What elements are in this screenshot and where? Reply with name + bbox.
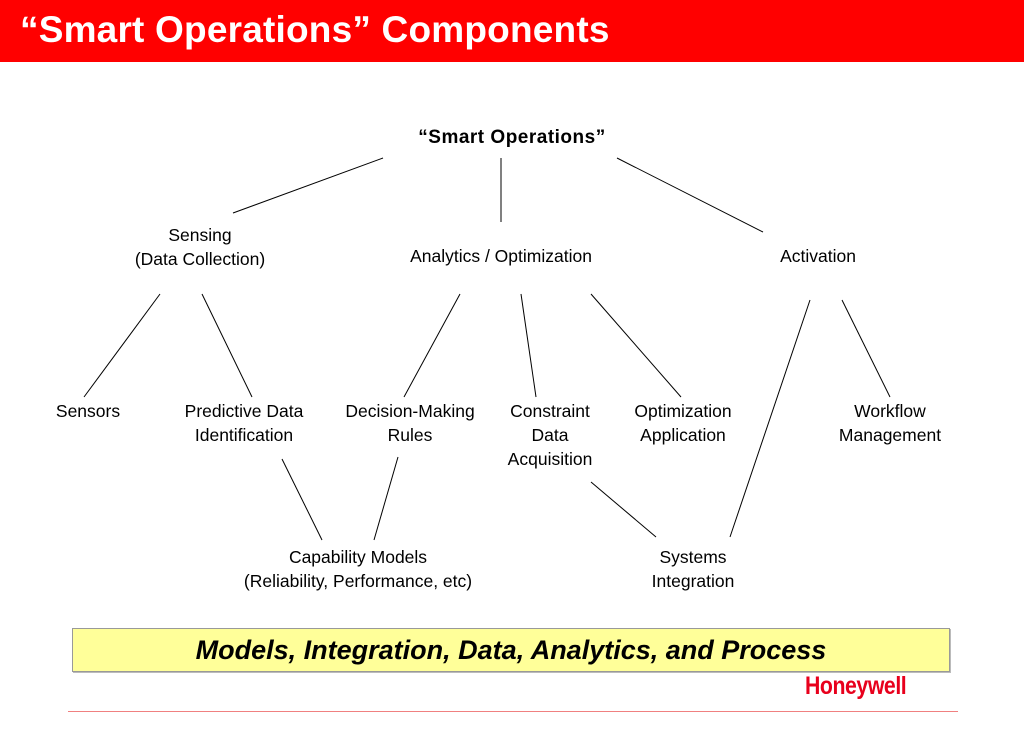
node-label: Acquisition: [507, 449, 593, 469]
honeywell-logo: Honeywell: [805, 672, 907, 700]
node-label: Identification: [194, 425, 294, 445]
node-label: Capability Models: [288, 547, 428, 567]
node-label: Application: [640, 425, 726, 445]
footer-divider: [68, 711, 958, 712]
node-label: (Data Collection): [134, 249, 266, 269]
connector-predictive-capability: [281, 458, 323, 541]
node-label: Systems: [659, 547, 727, 567]
node-label: Integration: [651, 571, 735, 591]
node-label: Activation: [780, 246, 856, 266]
node-label: Decision-Making: [345, 401, 475, 421]
node-label: Sensing: [168, 225, 232, 245]
node-label: Sensors: [55, 401, 121, 421]
summary-banner: Models, Integration, Data, Analytics, an…: [72, 628, 950, 672]
connector-sensing-predictive: [201, 293, 253, 398]
node-decision-making: Decision-Making Rules: [345, 399, 474, 447]
node-label: (Reliability, Performance, etc): [243, 571, 473, 591]
connector-activation-workflow: [841, 299, 891, 398]
node-label: Analytics / Optimization: [410, 246, 592, 266]
title-banner: “Smart Operations” Components: [0, 0, 1024, 62]
node-label: Data: [531, 425, 569, 445]
node-constraint-data: Constraint Data Acquisition: [508, 399, 593, 471]
connector-analytics-optimization: [590, 293, 682, 398]
connector-sensing-sensors: [83, 293, 161, 398]
node-workflow-management: Workflow Management: [839, 399, 941, 447]
node-smart-operations: “Smart Operations”: [418, 126, 605, 150]
connector-activation-systems: [729, 299, 811, 538]
node-capability-models: Capability Models (Reliability, Performa…: [244, 545, 472, 593]
node-systems-integration: Systems Integration: [652, 545, 735, 593]
node-label: Rules: [387, 425, 433, 445]
node-sensors: Sensors: [56, 399, 120, 423]
node-predictive-data: Predictive Data Identification: [185, 399, 304, 447]
connector-root-activation: [616, 157, 764, 233]
node-label: Predictive Data: [184, 401, 304, 421]
connector-analytics-decision: [403, 293, 461, 398]
node-analytics-optimization: Analytics / Optimization: [410, 244, 592, 268]
node-label: Optimization: [634, 401, 732, 421]
connector-root-sensing: [232, 157, 384, 214]
connector-decision-capability: [373, 456, 399, 541]
node-label: Management: [838, 425, 942, 445]
node-activation: Activation: [780, 244, 856, 268]
summary-text: Models, Integration, Data, Analytics, an…: [195, 634, 827, 665]
node-sensing: Sensing (Data Collection): [135, 223, 265, 271]
node-label: “Smart Operations”: [418, 127, 606, 148]
connector-analytics-constraint: [520, 293, 537, 398]
node-optimization-application: Optimization Application: [634, 399, 731, 447]
node-label: Constraint: [510, 401, 590, 421]
node-label: Workflow: [854, 401, 926, 421]
connector-constraint-systems: [590, 481, 657, 538]
slide-title: “Smart Operations” Components: [20, 9, 610, 50]
